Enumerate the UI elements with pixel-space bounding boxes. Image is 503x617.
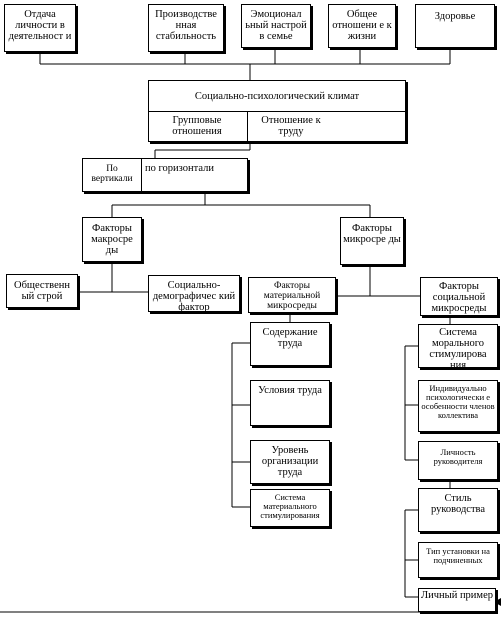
individual-traits-box: Индивидуально психологически е особеннос… (418, 380, 498, 432)
climate-split (247, 111, 248, 141)
micro-factors-box: Факторы микросре ды (340, 217, 404, 265)
factor-production-stability: Производстве нная стабильность (148, 4, 224, 52)
macro-factors-box: Факторы макросре ды (82, 217, 142, 262)
climate-divider (149, 111, 405, 112)
relations-orientation-box: По вертикали по горизонтали (82, 158, 248, 192)
material-incentive-system-box: Система материального стимулирования (250, 489, 330, 527)
social-system-box: Общественн ый строй (6, 274, 78, 308)
work-organization-box: Уровень организации труда (250, 440, 330, 484)
factor-health: Здоровье (415, 4, 495, 48)
sociodemographic-factor-box: Социально-демографичес кий фактор (148, 275, 240, 312)
vertical-label: По вертикали (91, 164, 133, 184)
leadership-style-box: Стиль руководства (418, 488, 498, 532)
factor-life-attitude: Общее отношени е к жизни (328, 4, 396, 48)
social-psychological-climate-box: Социально-психологический климат Группов… (148, 80, 406, 142)
horizontal-label: по горизонтали (145, 163, 214, 174)
subordinate-attitude-box: Тип установки на подчиненных (418, 542, 498, 578)
moral-incentive-system-box: Система морального стимулирова ния (418, 324, 498, 368)
factor-family-mood: Эмоционал ьный настрой в семье (241, 4, 311, 48)
arrow-left-icon (494, 598, 501, 606)
factor-personal-dedication: Отдача личности в деятельност и (4, 4, 76, 52)
work-attitude-label: Отношение к труду (261, 115, 321, 137)
material-microenvironment-box: Факторы материальной микросреды (248, 277, 336, 313)
climate-title: Социально-психологический климат (194, 91, 360, 102)
social-microenvironment-box: Факторы социальной микросреды (420, 277, 498, 316)
personal-example-box: Личный пример (418, 588, 496, 612)
leader-personality-box: Личность руководителя (418, 441, 498, 480)
group-relations-label: Групповые отношения (172, 115, 222, 137)
work-content-box: Содержание труда (250, 322, 330, 366)
work-conditions-box: Условия труда (250, 380, 330, 426)
orientation-split (141, 159, 142, 191)
